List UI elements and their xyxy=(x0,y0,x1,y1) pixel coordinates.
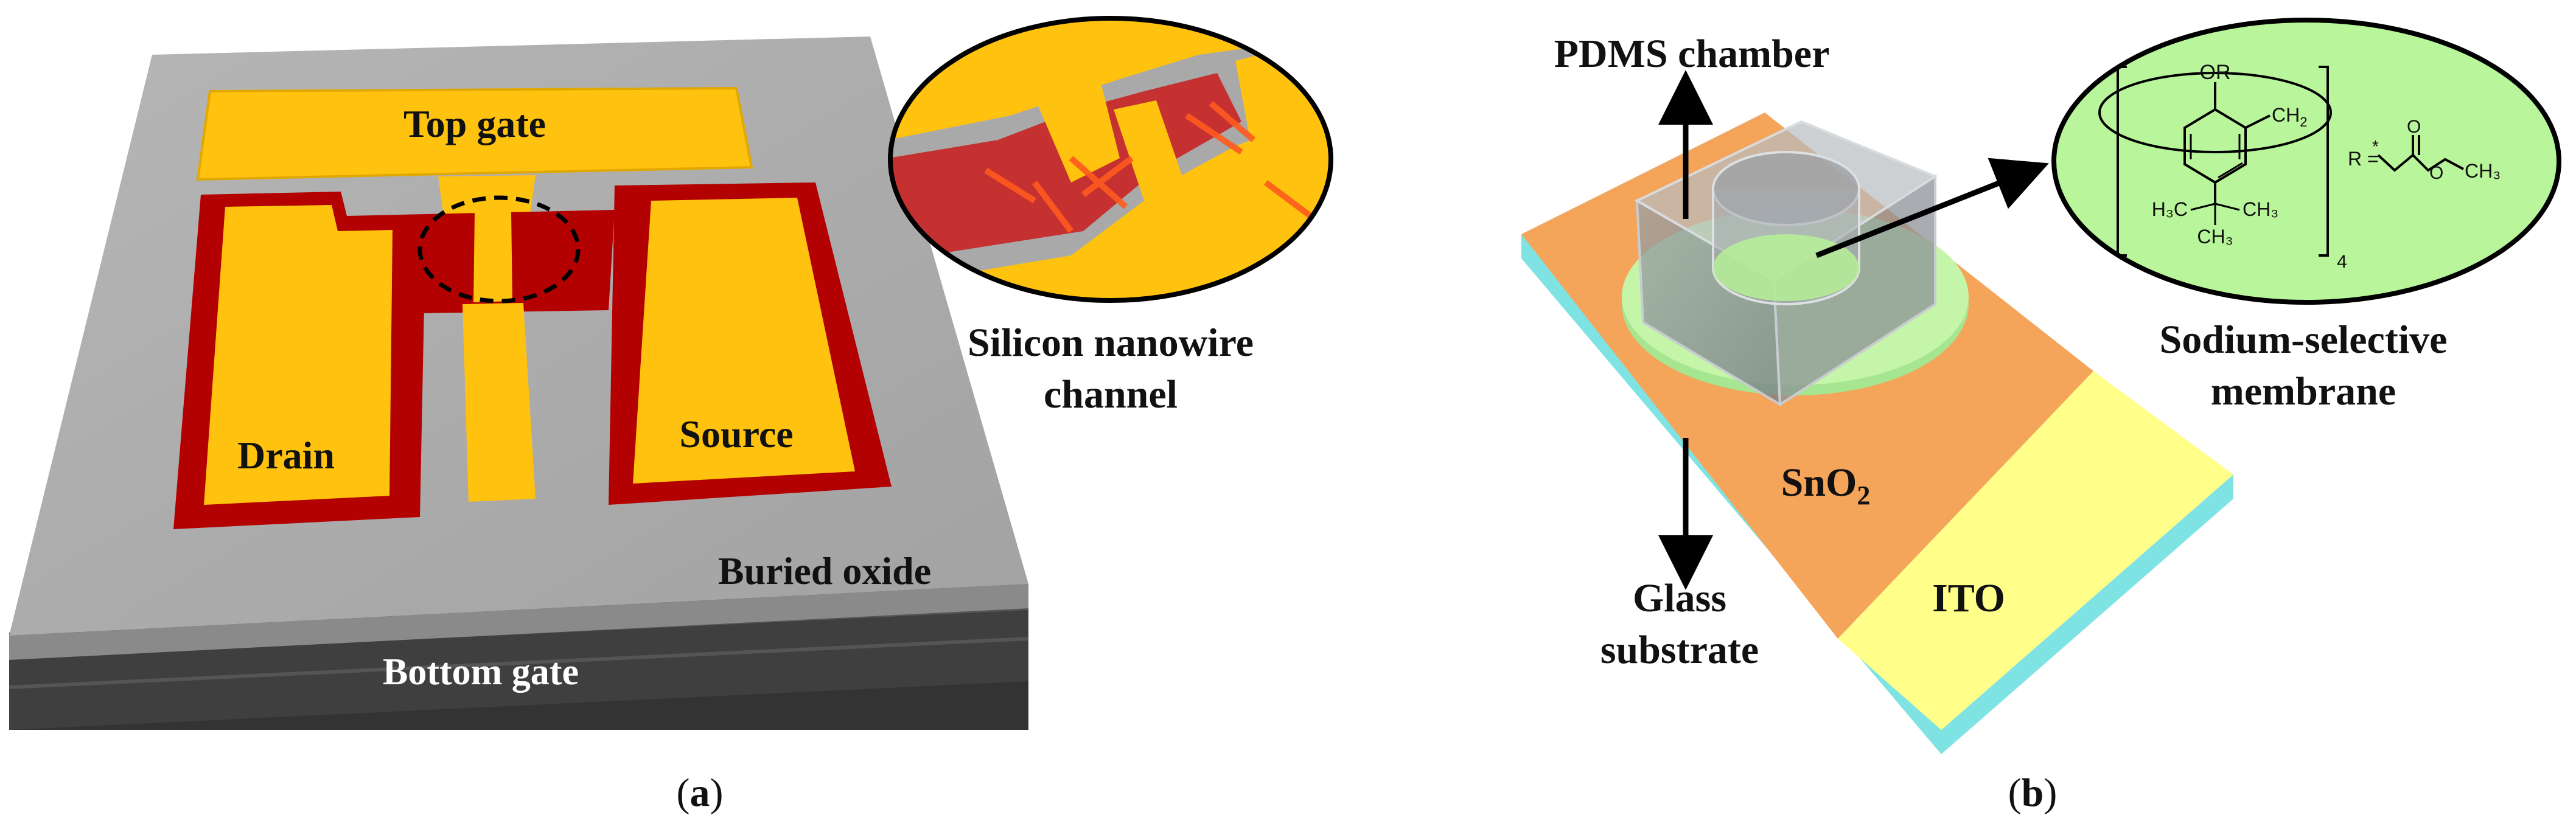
membrane-molecule-inset: O O OR CH2 H₃C CH₃ CH₃ 4 R = * CH₃ xyxy=(2051,18,2561,305)
pdms-well-bottom xyxy=(1713,234,1859,301)
ito-label: ITO xyxy=(1932,576,2005,620)
source-pad xyxy=(633,198,855,484)
nanowire-label-line1: Silicon nanowire xyxy=(968,321,1254,365)
subscript-4: 4 xyxy=(2337,252,2347,272)
nanowire-bridge xyxy=(473,212,512,302)
carbonyl-o: O xyxy=(2407,117,2421,137)
top-gate-label: Top gate xyxy=(403,102,546,145)
drain-label: Drain xyxy=(237,434,335,477)
nanowire-label-line2: channel xyxy=(1044,372,1178,417)
sno2-label: SnO2 xyxy=(1781,460,1871,510)
panel-b: O O OR CH2 H₃C CH₃ CH₃ 4 R = * CH₃ PDMS … xyxy=(1521,18,2561,815)
buried-oxide-label: Buried oxide xyxy=(718,549,931,592)
or-label: OR xyxy=(2200,61,2231,84)
top-gate-pad xyxy=(196,86,753,181)
ch2-label: CH2 xyxy=(2272,104,2307,130)
source-label: Source xyxy=(679,412,793,456)
nanowire-zoom-inset xyxy=(888,16,1333,303)
channel-highlight xyxy=(417,195,581,304)
h3c-label: H₃C xyxy=(2152,198,2188,220)
ethyl-ch3: CH₃ xyxy=(2465,160,2501,182)
glass-label-line1: Glass xyxy=(1633,576,1726,620)
panel-a: Top gate Drain Source Buried oxide Botto… xyxy=(9,16,1333,815)
drain-pad xyxy=(204,205,393,505)
channel-region xyxy=(420,210,615,313)
ch3-right-label: CH₃ xyxy=(2243,198,2278,220)
buried-oxide-edge xyxy=(9,584,1028,660)
r-star: * xyxy=(2372,137,2379,156)
bottom-gate-label: Bottom gate xyxy=(383,651,579,693)
ester-o: O xyxy=(2429,163,2443,183)
caption-b: (b) xyxy=(2008,771,2058,815)
lower-gate-strip xyxy=(462,303,536,502)
layer-divider xyxy=(9,637,1029,689)
membrane-arrow xyxy=(1815,158,2049,259)
pdms-label: PDMS chamber xyxy=(1554,32,1830,76)
caption-a: (a) xyxy=(677,771,724,815)
membrane-label-line1: Sodium-selective xyxy=(2160,318,2448,362)
membrane-label-line2: membrane xyxy=(2211,369,2396,414)
ch3-bottom-label: CH₃ xyxy=(2197,226,2233,248)
r-equals: R = xyxy=(2348,148,2379,170)
top-gate-neck xyxy=(438,175,536,220)
ito-layer xyxy=(1838,371,2233,730)
glass-label-line2: substrate xyxy=(1600,628,1759,672)
